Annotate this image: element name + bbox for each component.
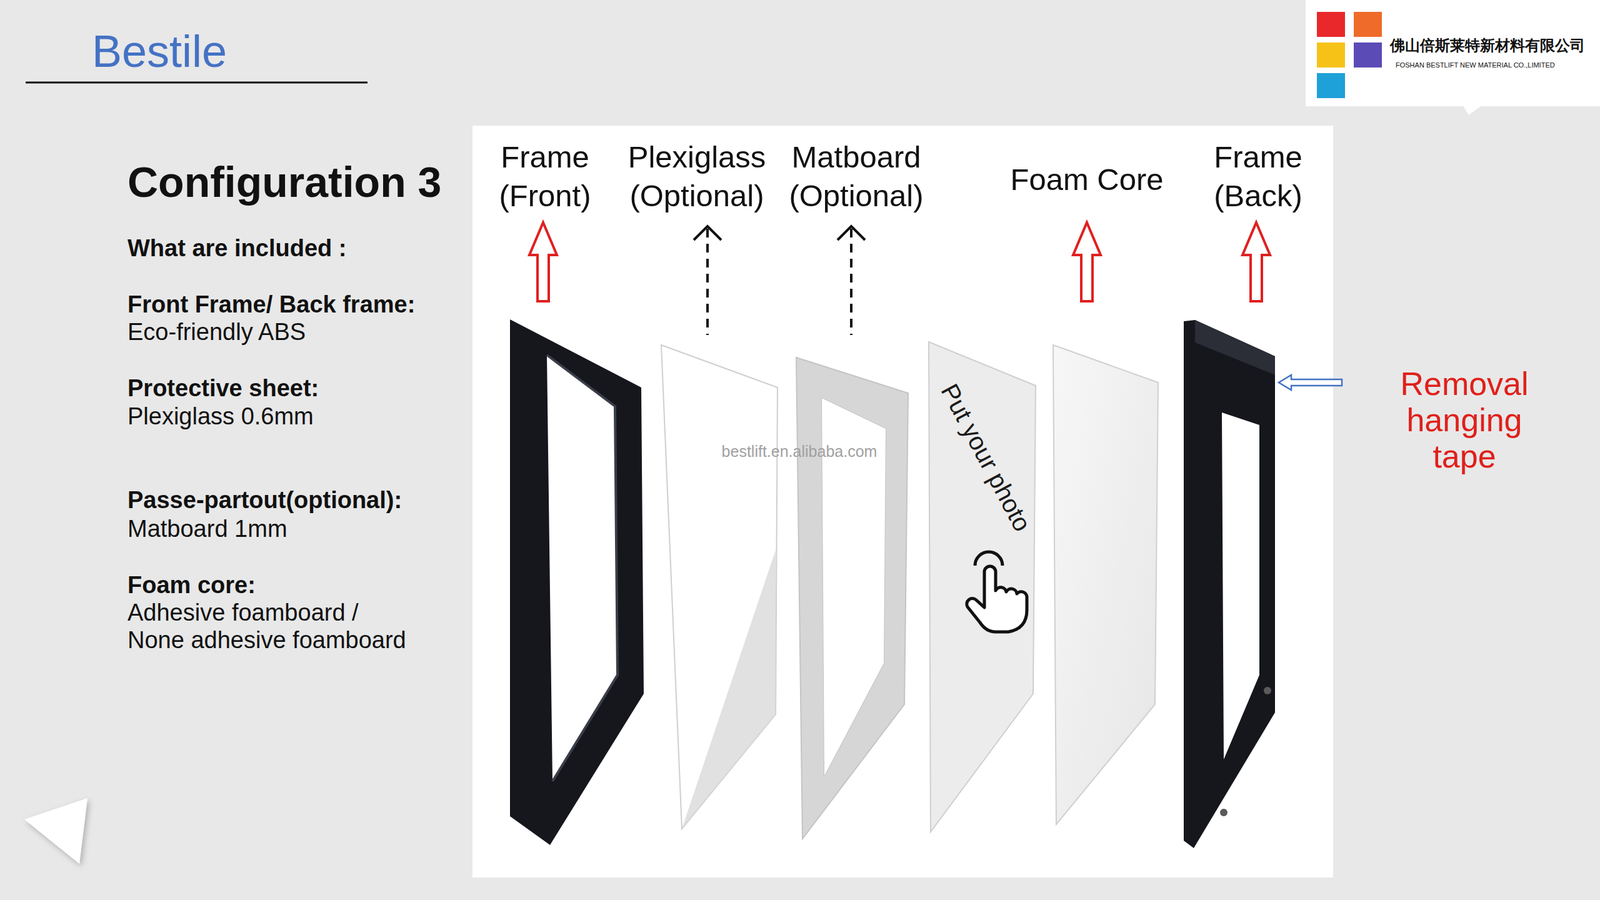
- part-name: Plexiglass (Optional): [628, 137, 767, 215]
- foam-core: [1053, 345, 1159, 825]
- front-frame-edge: [546, 355, 618, 782]
- spec-heading: Protective sheet:: [127, 374, 319, 402]
- spec-value: Plexiglass 0.6mm: [127, 402, 314, 430]
- part-name: Frame (Front): [499, 137, 592, 215]
- back-frame-top: [1195, 320, 1275, 375]
- back-triangle: [24, 798, 88, 864]
- company-name-en: FOSHAN BESTLIFT NEW MATERIAL CO.,LIMITED: [1395, 60, 1555, 70]
- part-name: Matboard (Optional): [788, 137, 924, 215]
- company-name-cn: 佛山倍斯莱特新材料有限公司: [1390, 36, 1585, 55]
- spec-value: Matboard 1mm: [127, 515, 288, 543]
- illustration-panel: [472, 125, 1334, 878]
- part-name: Frame (Back): [1213, 137, 1303, 215]
- spec-heading: Foam core:: [127, 571, 256, 599]
- plexiglass-reflection: [681, 550, 776, 829]
- spec-heading: Passe-partout(optional):: [127, 486, 402, 514]
- list-heading: What are included :: [127, 234, 347, 262]
- spec-heading: Front Frame/ Back frame:: [127, 290, 415, 319]
- plexiglass-sheet: [661, 345, 778, 829]
- callout-text: Removal hanging tape: [1400, 365, 1529, 475]
- spec-value: Adhesive foamboard / None adhesive foamb…: [127, 598, 409, 654]
- tape-pointer-arrow: [1278, 375, 1342, 390]
- slide-title: Bestile: [91, 25, 227, 78]
- spec-value: Eco-friendly ABS: [127, 318, 306, 346]
- front-frame: [510, 319, 644, 845]
- adhesive-sheet: [928, 341, 1036, 832]
- hand-icon: [966, 551, 1027, 632]
- watermark: bestlift.en.alibaba.com: [721, 441, 878, 461]
- screw-hole: [1263, 686, 1272, 695]
- title-underline: [25, 81, 368, 84]
- logo: [1305, 0, 1600, 115]
- part-name: Foam Core: [1010, 160, 1164, 199]
- section-heading: Configuration 3: [127, 156, 442, 207]
- back-frame: [1183, 320, 1275, 849]
- part-arrows: [529, 222, 1270, 335]
- screw-hole: [1220, 808, 1228, 817]
- matboard: [796, 357, 909, 839]
